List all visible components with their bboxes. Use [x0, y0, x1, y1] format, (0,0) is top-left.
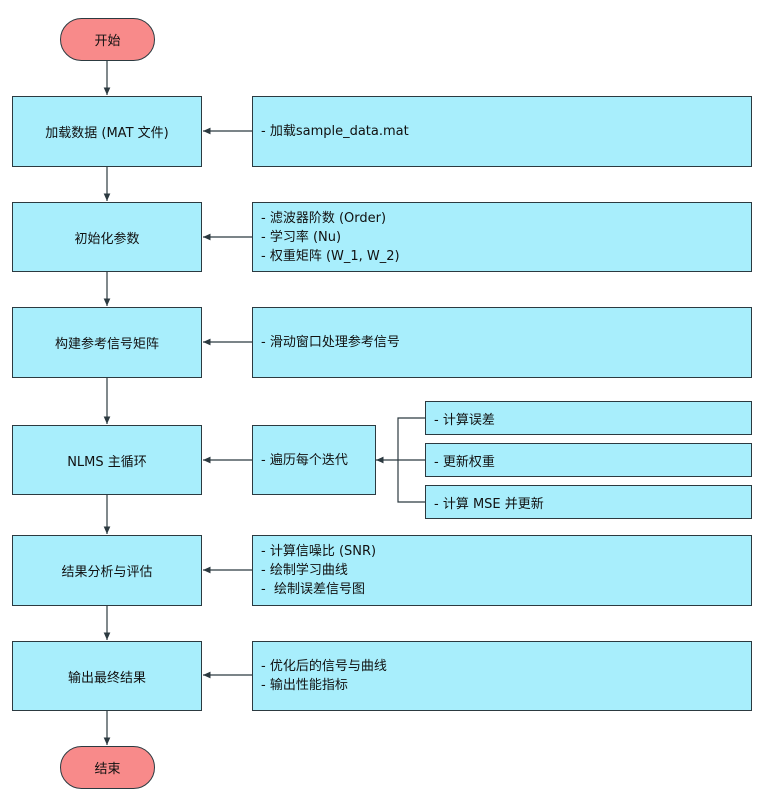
note-line: - 滤波器阶数 (Order): [261, 210, 387, 226]
substep-label: - 计算 MSE 并更新: [434, 496, 544, 512]
step-label: 加载数据 (MAT 文件): [45, 126, 169, 141]
note-line: - 加载sample_data.mat: [261, 124, 409, 139]
note-line: - 学习率 (Nu): [261, 229, 342, 245]
note-line: - 计算信噪比 (SNR): [261, 544, 377, 559]
step-init-params: 初始化参数: [12, 202, 202, 272]
step-label: 初始化参数: [74, 231, 140, 247]
note-line: - 输出性能指标: [261, 678, 348, 693]
step-output: 输出最终结果: [12, 641, 202, 711]
end-terminal: 结束: [60, 746, 155, 789]
step-label: NLMS 主循环: [67, 454, 147, 470]
note-init-params: - 滤波器阶数 (Order) - 学习率 (Nu) - 权重矩阵 (W_1, …: [252, 202, 752, 272]
note-line: - 遍历每个迭代: [261, 452, 348, 468]
substep-label: - 更新权重: [434, 454, 495, 470]
substep-update-weights: - 更新权重: [425, 443, 752, 477]
start-terminal: 开始: [60, 18, 155, 61]
step-label: 输出最终结果: [67, 670, 146, 686]
substep-compute-mse: - 计算 MSE 并更新: [425, 485, 752, 519]
note-nlms-loop: - 遍历每个迭代: [252, 425, 376, 495]
note-line: - 绘制误差信号图: [261, 582, 365, 597]
note-build-reference: - 滑动窗口处理参考信号: [252, 307, 752, 378]
step-load-data: 加载数据 (MAT 文件): [12, 96, 202, 167]
note-line: - 绘制学习曲线: [261, 563, 348, 578]
note-line: - 权重矩阵 (W_1, W_2): [261, 248, 400, 264]
note-analysis: - 计算信噪比 (SNR) - 绘制学习曲线 - 绘制误差信号图: [252, 535, 752, 606]
note-load-data: - 加载sample_data.mat: [252, 96, 752, 167]
step-label: 构建参考信号矩阵: [54, 337, 159, 352]
note-output: - 优化后的信号与曲线 - 输出性能指标: [252, 641, 752, 711]
note-line: - 滑动窗口处理参考信号: [261, 335, 400, 350]
step-label: 结果分析与评估: [61, 565, 153, 580]
step-nlms-loop: NLMS 主循环: [12, 425, 202, 495]
step-build-reference: 构建参考信号矩阵: [12, 307, 202, 378]
substep-label: - 计算误差: [434, 412, 495, 428]
end-label: 结束: [94, 762, 121, 777]
note-line: - 优化后的信号与曲线: [261, 659, 387, 674]
start-label: 开始: [94, 34, 121, 49]
step-analysis: 结果分析与评估: [12, 535, 202, 606]
substep-compute-error: - 计算误差: [425, 401, 752, 435]
